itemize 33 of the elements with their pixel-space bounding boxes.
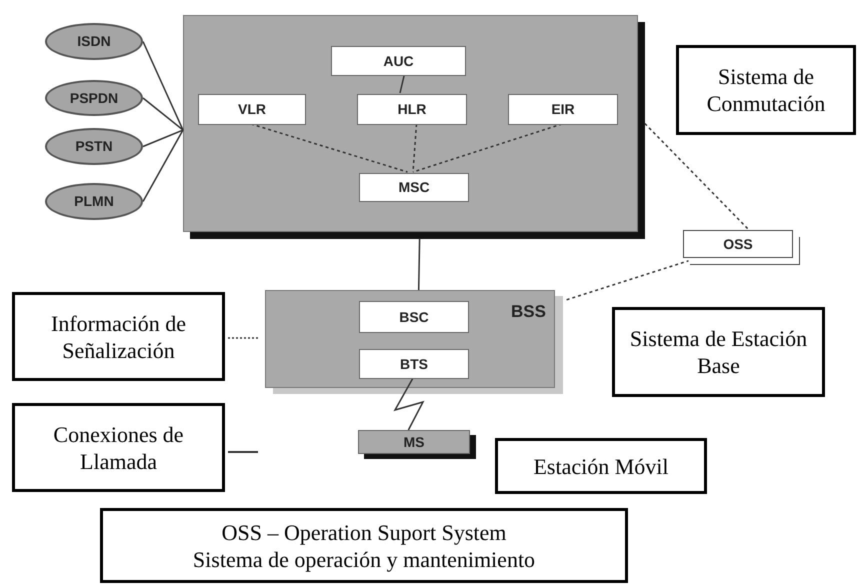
component-box: EIR bbox=[508, 94, 618, 125]
network-ellipse: PSTN bbox=[45, 128, 143, 165]
caption-box bbox=[676, 45, 856, 135]
connector-line bbox=[418, 238, 420, 290]
component-box: BSC bbox=[359, 301, 469, 333]
connector-line bbox=[142, 41, 184, 130]
legend-text: Conexiones de Llamada bbox=[52, 420, 185, 474]
dotted-connector bbox=[412, 123, 562, 173]
component-box: AUC bbox=[331, 46, 466, 76]
connector-line bbox=[142, 129, 184, 148]
caption-text: Sistema de Conmutación bbox=[706, 63, 826, 117]
network-ellipse: PLMN bbox=[45, 183, 143, 220]
network-ellipse: PSPDN bbox=[45, 80, 143, 116]
component-box: HLR bbox=[357, 94, 467, 125]
caption-text: Sistema de operación y mantenimiento bbox=[192, 546, 536, 572]
component-box: BTS bbox=[359, 349, 469, 379]
caption-text: OSS – Operation Suport System bbox=[222, 518, 506, 546]
caption-box bbox=[612, 307, 825, 397]
component-box: MSC bbox=[359, 173, 469, 202]
connector-line bbox=[142, 97, 184, 131]
caption-box bbox=[495, 438, 707, 494]
dotted-connector bbox=[250, 123, 408, 173]
component-box: VLR bbox=[198, 94, 306, 125]
caption-text: Estación Móvil bbox=[533, 452, 669, 480]
caption-box bbox=[100, 508, 628, 583]
subsystem-heading: BSS bbox=[511, 301, 546, 323]
connector-line bbox=[142, 130, 184, 202]
legend-text: Información de Señalización bbox=[50, 310, 187, 364]
dotted-connector bbox=[644, 122, 750, 231]
connector-line bbox=[393, 378, 424, 430]
connector-line bbox=[399, 74, 405, 94]
caption-text: Sistema de Estación Base bbox=[628, 325, 808, 379]
network-ellipse: ISDN bbox=[45, 23, 143, 60]
